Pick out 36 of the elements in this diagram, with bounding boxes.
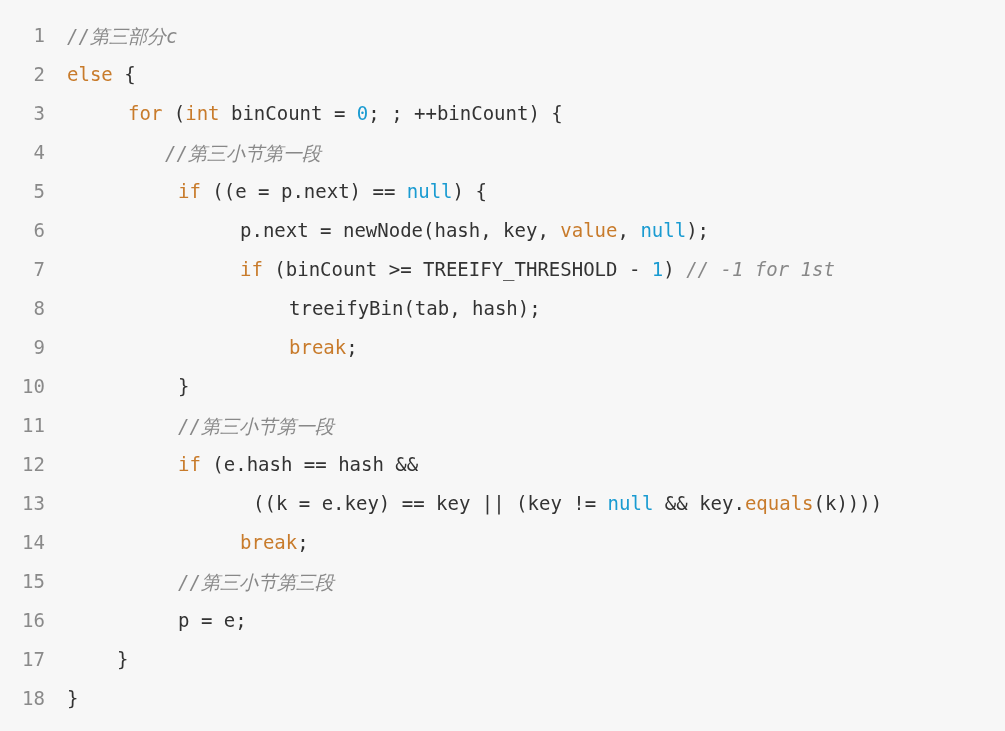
line-number: 1 bbox=[32, 24, 45, 46]
code-line: p = e; bbox=[178, 609, 247, 631]
line-number: 13 bbox=[21, 492, 45, 514]
code-line: else { bbox=[67, 63, 136, 85]
code-line: if ((e = p.next) == null) { bbox=[178, 180, 487, 202]
code-line: ((k = e.key) == key || (key != null && key.equals(k)))) bbox=[253, 492, 883, 514]
code-line: if (e.hash == hash && bbox=[178, 453, 419, 475]
line-number: 10 bbox=[21, 375, 45, 397]
code-line: } bbox=[178, 375, 190, 397]
code-line: } bbox=[67, 687, 79, 709]
code-comment: //第三小节第三段 bbox=[178, 570, 334, 595]
code-line: for (int binCount = 0; ; ++binCount) { bbox=[128, 102, 563, 124]
line-number: 17 bbox=[21, 648, 45, 670]
line-number: 15 bbox=[21, 570, 45, 592]
line-number: 18 bbox=[21, 687, 45, 709]
line-number: 14 bbox=[21, 531, 45, 553]
code-comment: //第三小节第一段 bbox=[178, 414, 334, 439]
line-number: 7 bbox=[32, 258, 45, 280]
line-number: 6 bbox=[32, 219, 45, 241]
line-number: 3 bbox=[32, 102, 45, 124]
code-comment: //第三部分c bbox=[67, 24, 178, 49]
code-line: break; bbox=[289, 336, 358, 358]
line-number: 11 bbox=[21, 414, 45, 436]
code-line: if (binCount >= TREEIFY_THRESHOLD - 1) // -1 for 1st bbox=[240, 258, 835, 280]
line-number: 2 bbox=[32, 63, 45, 85]
line-number: 8 bbox=[32, 297, 45, 319]
line-number: 4 bbox=[32, 141, 45, 163]
line-number: 12 bbox=[21, 453, 45, 475]
code-comment: //第三小节第一段 bbox=[165, 141, 321, 166]
code-line: p.next = newNode(hash, key, value, null); bbox=[240, 219, 710, 241]
code-line: treeifyBin(tab, hash); bbox=[289, 297, 541, 319]
line-number: 5 bbox=[32, 180, 45, 202]
code-line: } bbox=[117, 648, 129, 670]
line-number: 9 bbox=[32, 336, 45, 358]
line-number: 16 bbox=[21, 609, 45, 631]
code-line: break; bbox=[240, 531, 309, 553]
